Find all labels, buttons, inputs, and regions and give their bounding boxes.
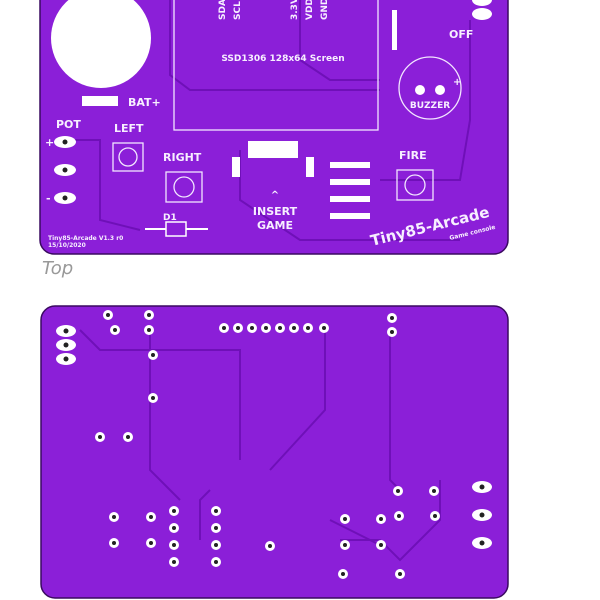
pin-label: VDD <box>305 0 315 20</box>
drill-hole <box>398 572 402 576</box>
drill-hole <box>343 517 347 521</box>
drill-hole <box>433 514 437 518</box>
drill-hole <box>278 326 282 330</box>
drill-hole <box>151 396 155 400</box>
drill-hole <box>341 572 345 576</box>
drill-hole <box>479 540 485 546</box>
fire-label: FIRE <box>399 149 427 162</box>
drill-hole <box>390 316 394 320</box>
drill-hole <box>292 326 296 330</box>
insert-label: INSERT <box>253 205 298 218</box>
drill-hole <box>112 541 116 545</box>
pin-label: 3.3V <box>290 0 300 20</box>
buzzer <box>398 56 462 120</box>
drill-hole <box>379 517 383 521</box>
drill-hole <box>112 515 116 519</box>
resistors <box>330 10 397 219</box>
date-label: 15/10/2020 <box>48 242 86 249</box>
drill-hole <box>113 328 117 332</box>
version-label: Tiny85-Arcade V1.3 r0 <box>48 235 123 242</box>
drill-hole <box>149 541 153 545</box>
drill-hole <box>479 484 485 490</box>
drill-hole <box>214 526 218 530</box>
game-label: GAME <box>257 219 293 232</box>
drill-hole <box>63 342 69 348</box>
drill-hole <box>106 313 110 317</box>
pin-label: GND <box>320 0 330 20</box>
drill-hole <box>147 328 151 332</box>
drill-hole <box>397 514 401 518</box>
drill-hole <box>63 356 69 362</box>
drill-hole <box>214 509 218 513</box>
drill-hole <box>306 326 310 330</box>
drill-hole <box>322 326 326 330</box>
left-button <box>112 142 144 172</box>
drill-hole <box>214 543 218 547</box>
battery-holder <box>51 0 151 88</box>
drill-hole <box>396 489 400 493</box>
right-button <box>165 171 203 203</box>
top-board: SSD1306 128x64 Screen SDA SCL 3.3V VDD G… <box>39 0 509 255</box>
drill-hole <box>63 328 69 334</box>
drill-hole <box>222 326 226 330</box>
drill-hole <box>149 515 153 519</box>
pot-label: POT <box>56 118 81 131</box>
screen-label: SSD1306 128x64 Screen <box>221 54 344 64</box>
fire-button <box>396 169 434 201</box>
drill-hole <box>172 509 176 513</box>
drill-hole <box>98 435 102 439</box>
drill-hole <box>390 330 394 334</box>
drill-hole <box>172 560 176 564</box>
drill-hole <box>151 353 155 357</box>
bat-label: BAT+ <box>128 96 161 109</box>
drill-hole <box>343 543 347 547</box>
drill-hole <box>268 544 272 548</box>
buzzer-label: BUZZER <box>410 101 450 111</box>
drill-hole <box>432 489 436 493</box>
drill-hole <box>479 512 485 518</box>
pot-plus: + <box>45 136 54 149</box>
bottom-board <box>40 305 509 599</box>
caption: Top <box>42 258 74 279</box>
pin-label: SDA <box>218 0 228 20</box>
right-label: RIGHT <box>163 151 202 164</box>
cartridge-connector <box>248 141 298 158</box>
drill-hole <box>147 313 151 317</box>
insert-arrow: ^ <box>271 190 279 201</box>
drill-hole <box>126 435 130 439</box>
drill-hole <box>379 543 383 547</box>
pin-label: SCL <box>233 1 243 20</box>
drill-hole <box>264 326 268 330</box>
screen-outline <box>173 0 379 131</box>
drill-hole <box>250 326 254 330</box>
drill-hole <box>214 560 218 564</box>
buzzer-plus: + <box>453 77 461 88</box>
off-label: OFF <box>449 28 473 41</box>
drill-hole <box>172 543 176 547</box>
d1-label: D1 <box>163 213 177 223</box>
drill-hole <box>236 326 240 330</box>
left-label: LEFT <box>114 122 144 135</box>
pot-minus: - <box>46 192 51 205</box>
drill-hole <box>172 526 176 530</box>
